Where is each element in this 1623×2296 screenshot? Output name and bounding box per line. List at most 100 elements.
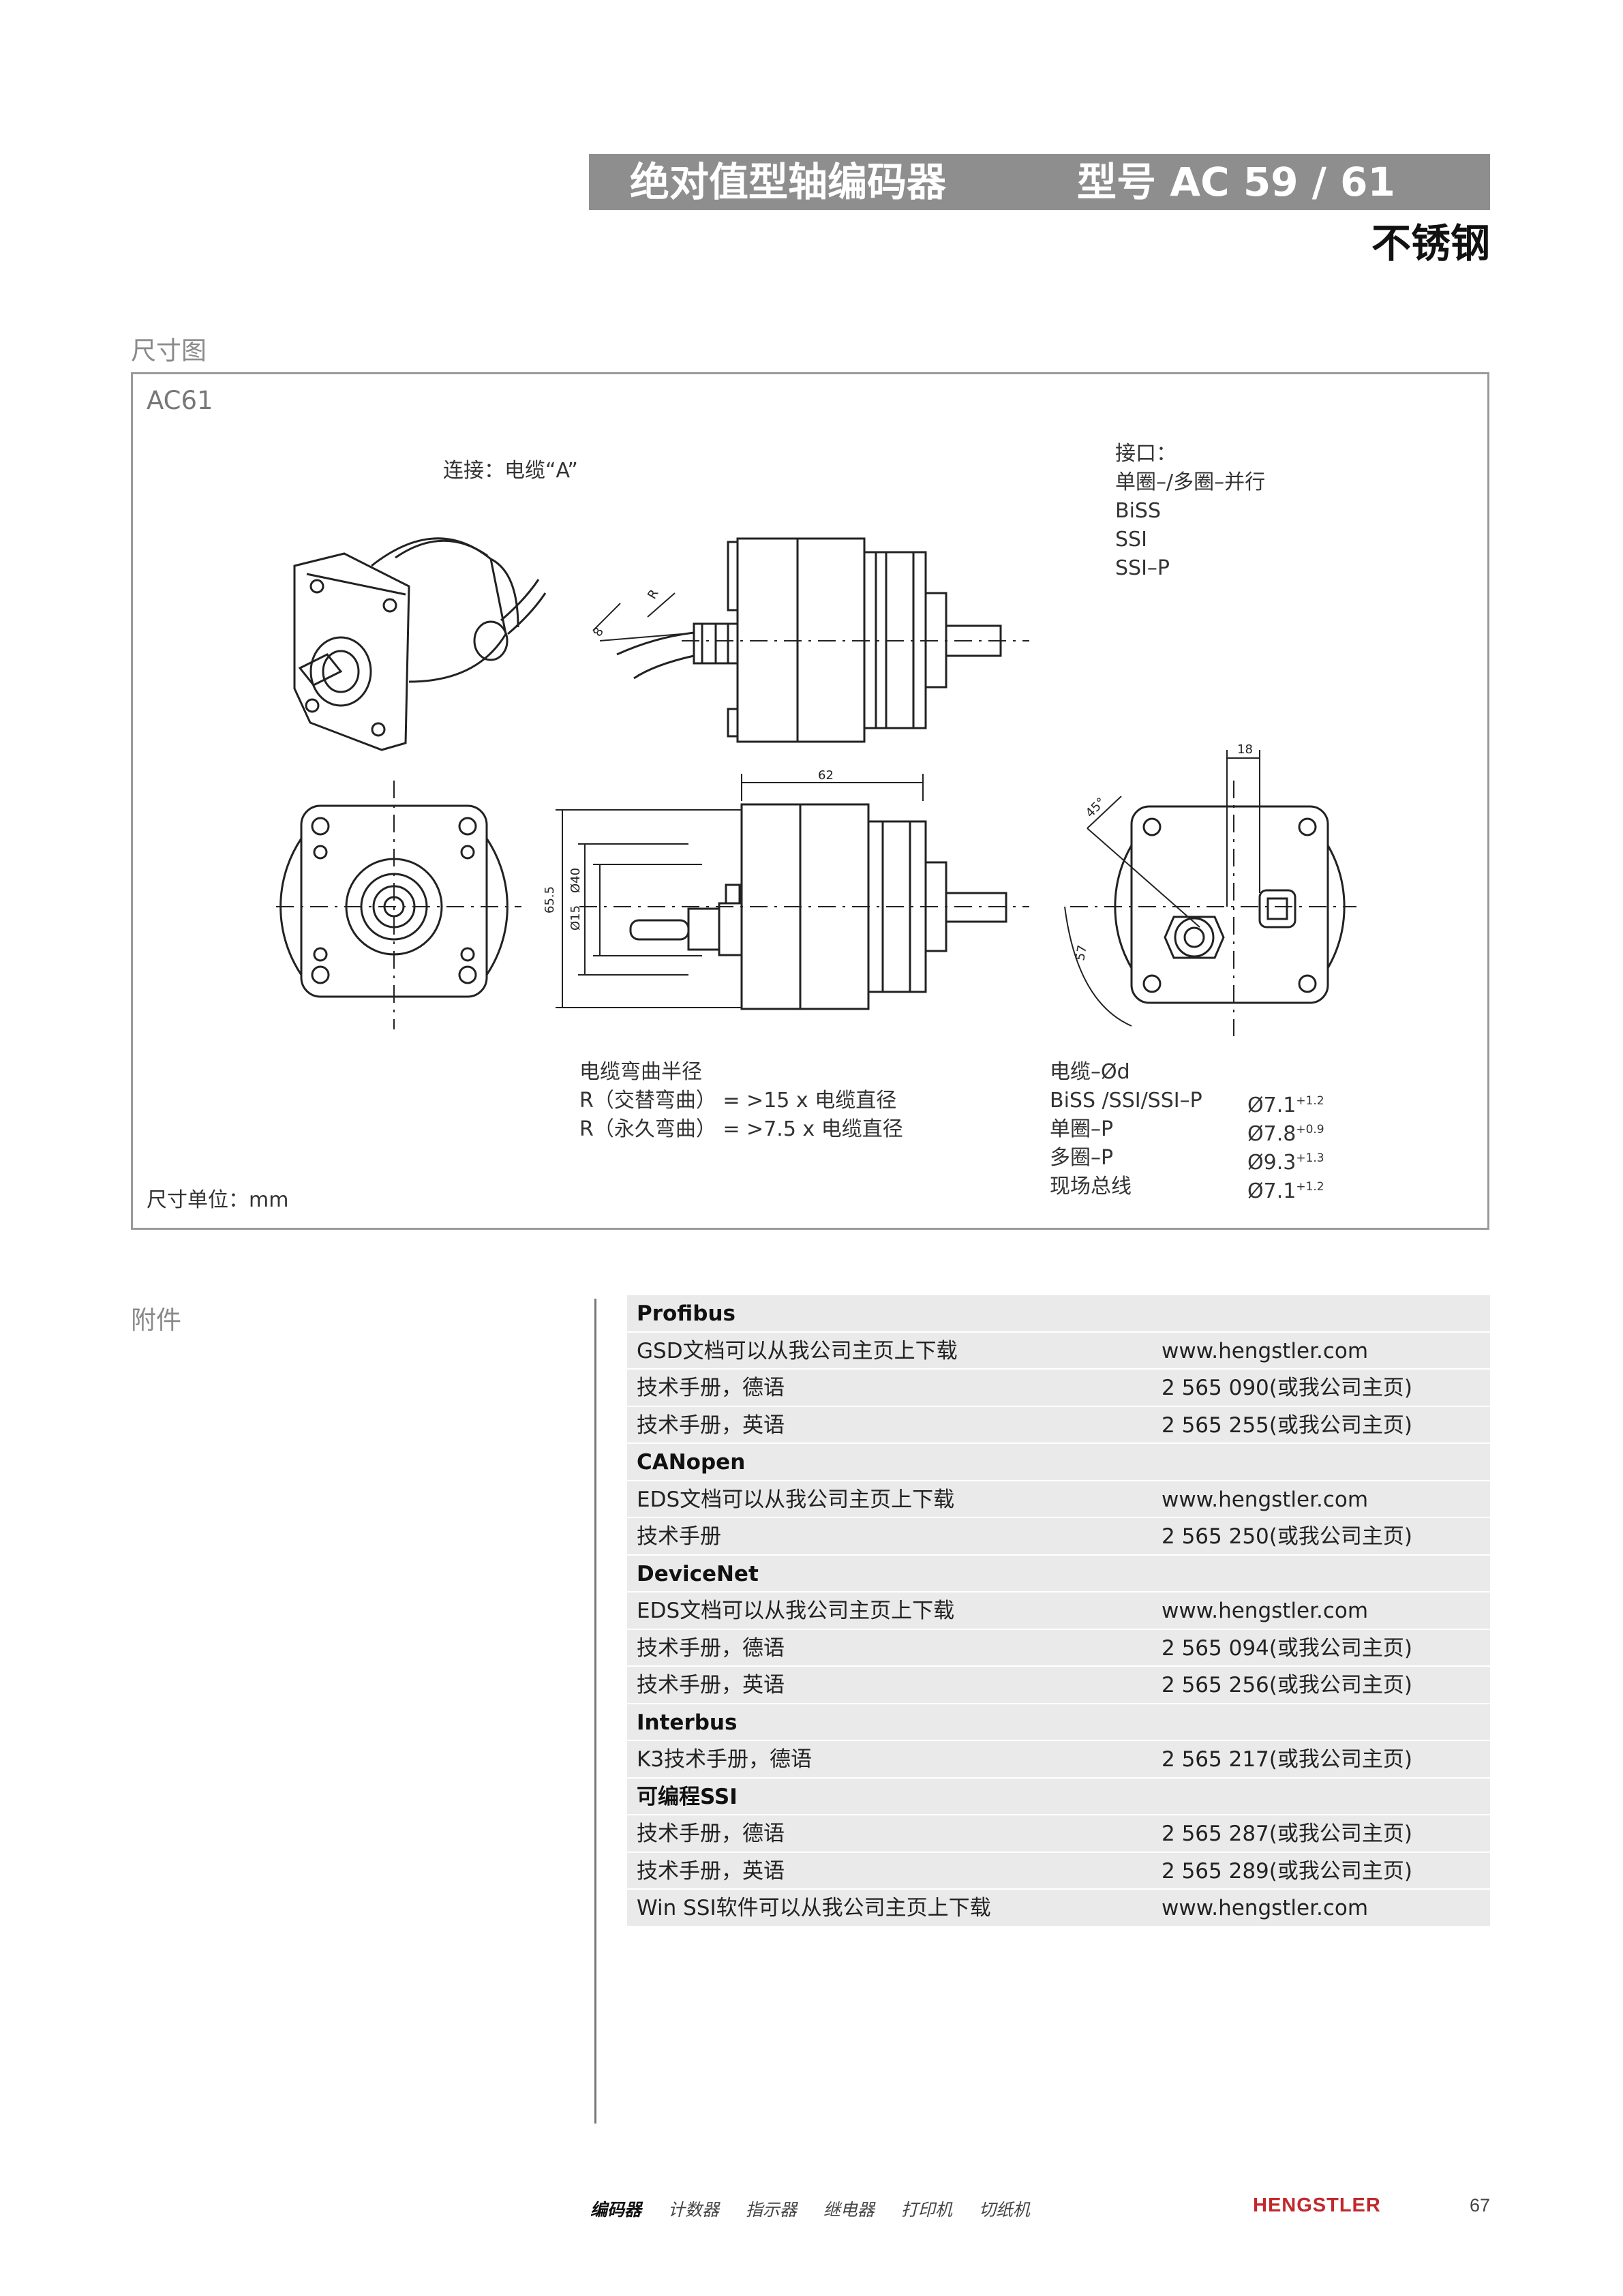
dim-label: 62	[818, 768, 834, 783]
table-group-header: Interbus	[627, 1704, 1490, 1741]
accessory-reference: www.hengstler.com	[1162, 1338, 1369, 1363]
dim-label: 65.5	[543, 886, 557, 913]
interface-line: SSI	[1115, 528, 1147, 552]
cable-row: BiSS /SSI/SSI–P Ø7.1+1.2	[1050, 1087, 1336, 1117]
accessory-reference: 2 565 090(或我公司主页)	[1162, 1376, 1412, 1400]
cable-row: 单圈–P Ø7.8+0.9	[1050, 1115, 1336, 1146]
cable-type: BiSS /SSI/SSI–P	[1050, 1089, 1202, 1113]
accessory-reference: 2 565 217(或我公司主页)	[1162, 1747, 1412, 1772]
unit-note: 尺寸单位：mm	[147, 1188, 289, 1212]
dimension-section-label: 尺寸图	[131, 336, 207, 365]
table-group-header: 可编程SSI	[627, 1778, 1490, 1815]
accessory-reference: 2 565 289(或我公司主页)	[1162, 1858, 1412, 1884]
dim-label: 18	[1237, 742, 1253, 757]
cable-diameter: Ø9.3+1.3	[1247, 1151, 1324, 1175]
material-subtitle: 不锈钢	[1371, 220, 1490, 267]
footer-nav-item-indicator: 指示器	[745, 2201, 797, 2220]
cable-type: 现场总线	[1050, 1175, 1132, 1198]
accessory-name: Win SSI软件可以从我公司主页上下载	[637, 1896, 991, 1920]
dimension-drawing-frame	[131, 372, 1489, 1230]
accessory-name: 可编程SSI	[637, 1784, 738, 1809]
cable-type: 单圈–P	[1050, 1117, 1114, 1141]
table-row: GSD文档可以从我公司主页上下载 www.hengstler.com	[627, 1332, 1490, 1370]
interface-line: 接口：	[1115, 442, 1177, 466]
cable-row: 多圈–P Ø9.3+1.3	[1050, 1144, 1336, 1175]
table-row: 技术手册，德语 2 565 287(或我公司主页)	[627, 1815, 1490, 1853]
accessory-name: 技术手册，英语	[637, 1413, 785, 1438]
footer-nav-item-counter: 计数器	[667, 2201, 719, 2220]
accessory-name: GSD文档可以从我公司主页上下载	[637, 1338, 958, 1363]
dim-label: 8	[590, 625, 607, 639]
bend-radius-line: 电缆弯曲半径	[579, 1060, 702, 1084]
accessory-reference: www.hengstler.com	[1162, 1599, 1369, 1623]
table-row: K3技术手册，德语 2 565 217(或我公司主页)	[627, 1741, 1490, 1779]
dim-label: 57	[1073, 944, 1090, 962]
footer-nav-item-cutter: 切纸机	[978, 2201, 1030, 2220]
connection-note: 连接：电缆“A”	[443, 459, 578, 483]
accessory-reference: www.hengstler.com	[1162, 1896, 1369, 1920]
accessory-name: Profibus	[637, 1301, 735, 1326]
cable-diameter: Ø7.1+1.2	[1247, 1179, 1324, 1203]
accessories-section-label: 附件	[131, 1305, 181, 1335]
footer-nav-item-printer: 打印机	[900, 2201, 952, 2220]
bend-radius-line: R（交替弯曲） = >15 x 电缆直径	[579, 1089, 897, 1113]
bend-radius-note: 电缆弯曲半径 R（交替弯曲） = >15 x 电缆直径 R（永久弯曲） = >7…	[579, 1058, 903, 1144]
front-view-drawing	[279, 804, 509, 998]
table-group-header: Profibus	[627, 1295, 1490, 1333]
model-label: AC61	[147, 386, 213, 415]
accessory-reference: 2 565 256(或我公司主页)	[1162, 1673, 1412, 1697]
accessory-name: 技术手册，英语	[637, 1673, 785, 1697]
accessory-reference: 2 565 255(或我公司主页)	[1162, 1413, 1412, 1438]
footer-nav-item-relay: 继电器	[823, 2201, 875, 2220]
table-row: 技术手册，英语 2 565 289(或我公司主页)	[627, 1852, 1490, 1890]
brand-logo: HENGSTLER	[1253, 2194, 1381, 2216]
accessory-reference: 2 565 287(或我公司主页)	[1162, 1822, 1412, 1846]
accessory-name: 技术手册	[637, 1524, 721, 1549]
isometric-view-drawing	[293, 537, 547, 751]
accessory-name: 技术手册，德语	[637, 1635, 785, 1661]
footer-nav-item-encoder: 编码器	[590, 2201, 642, 2220]
cable-row: 现场总线 Ø7.1+1.2	[1050, 1173, 1336, 1203]
table-row: Win SSI软件可以从我公司主页上下载 www.hengstler.com	[627, 1890, 1490, 1927]
accessory-name: EDS文档可以从我公司主页上下载	[637, 1599, 955, 1623]
document-title: 绝对值型轴编码器	[630, 159, 947, 205]
table-row: 技术手册 2 565 250(或我公司主页)	[627, 1518, 1490, 1556]
accessory-name: K3技术手册，德语	[637, 1747, 813, 1772]
accessory-name: 技术手册，英语	[637, 1858, 785, 1884]
cable-diameter: Ø7.1+1.2	[1247, 1093, 1324, 1117]
table-row: EDS文档可以从我公司主页上下载 www.hengstler.com	[627, 1481, 1490, 1518]
interface-list: 接口： 单圈–/多圈–并行 BiSS SSI SSI–P	[1115, 440, 1265, 583]
table-group-header: DeviceNet	[627, 1555, 1490, 1592]
table-group-header: CANopen	[627, 1444, 1490, 1481]
accessory-reference: 2 565 250(或我公司主页)	[1162, 1524, 1412, 1549]
dim-label: 45°	[1083, 795, 1108, 820]
accessory-reference: 2 565 094(或我公司主页)	[1162, 1635, 1412, 1661]
rear-view-drawing	[1064, 750, 1346, 1027]
accessory-name: 技术手册，德语	[637, 1376, 785, 1400]
accessory-name: 技术手册，德语	[637, 1822, 785, 1846]
side-view-dimensioned-drawing	[556, 774, 1007, 1010]
interface-line: BiSS	[1115, 499, 1162, 523]
table-row: EDS文档可以从我公司主页上下载 www.hengstler.com	[627, 1592, 1490, 1630]
table-row: 技术手册，德语 2 565 090(或我公司主页)	[627, 1370, 1490, 1407]
accessory-name: CANopen	[637, 1450, 746, 1475]
accessory-name: EDS文档可以从我公司主页上下载	[637, 1487, 955, 1512]
cable-diameter-header: 电缆–Ød	[1050, 1060, 1130, 1084]
interface-line: 单圈–/多圈–并行	[1115, 470, 1266, 494]
accessory-reference: www.hengstler.com	[1162, 1487, 1369, 1512]
accessory-name: Interbus	[637, 1710, 738, 1735]
cable-diameter: Ø7.8+0.9	[1247, 1122, 1324, 1146]
table-row: 技术手册，英语 2 565 255(或我公司主页)	[627, 1406, 1490, 1444]
model-number: 型号 AC 59 / 61	[1077, 159, 1395, 205]
table-row: 技术手册，德语 2 565 094(或我公司主页)	[627, 1629, 1490, 1667]
interface-line: SSI–P	[1115, 556, 1170, 580]
page-number: 67	[1470, 2195, 1491, 2216]
cable-type: 多圈–P	[1050, 1146, 1114, 1170]
accessory-name: DeviceNet	[637, 1561, 759, 1586]
footer-product-nav: 编码器 计数器 指示器 继电器 打印机 切纸机	[590, 2196, 1052, 2221]
dim-label: Ø40	[568, 868, 583, 893]
dim-label: Ø15	[568, 905, 583, 931]
cable-diameter-table: 电缆–Ød BiSS /SSI/SSI–P Ø7.1+1.2 单圈–P Ø7.8…	[1050, 1058, 1336, 1203]
